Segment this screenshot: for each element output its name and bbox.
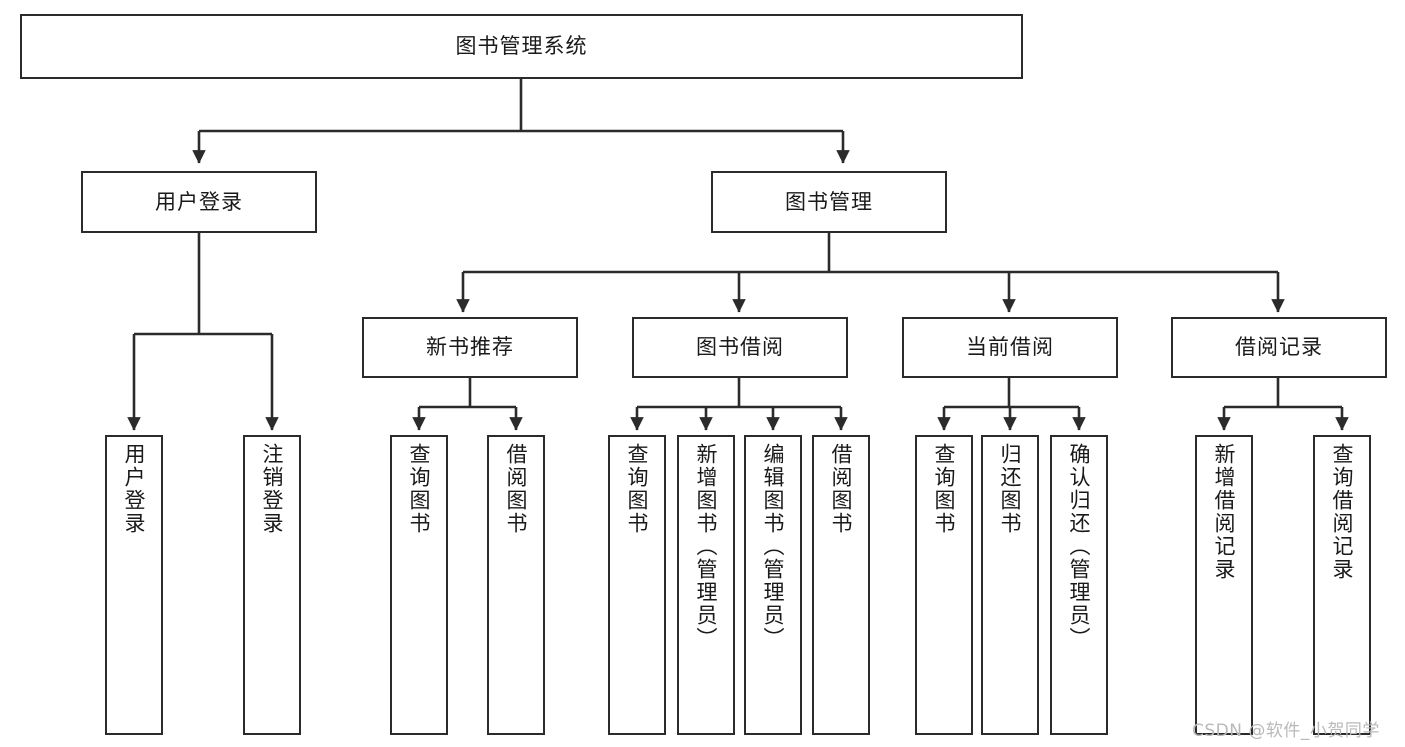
leaf-add-book-label: 新增图书（管理员） bbox=[694, 443, 719, 650]
node-user-login[interactable]: 用户登录 bbox=[81, 171, 317, 233]
leaf-confirm-return-label: 确认归还（管理员） bbox=[1067, 443, 1092, 650]
node-root[interactable]: 图书管理系统 bbox=[20, 14, 1023, 79]
leaf-query-book-1-label: 查询图书 bbox=[407, 443, 432, 535]
node-book-borrow-label: 图书借阅 bbox=[696, 335, 784, 360]
node-current-borrow-label: 当前借阅 bbox=[966, 335, 1054, 360]
node-book-manage-label: 图书管理 bbox=[785, 189, 873, 214]
leaf-user-login-label: 用户登录 bbox=[122, 443, 147, 535]
node-new-book-rec[interactable]: 新书推荐 bbox=[362, 317, 578, 378]
leaf-logout-label: 注销登录 bbox=[260, 443, 285, 535]
leaf-borrow-book-1[interactable]: 借阅图书 bbox=[487, 435, 545, 735]
node-book-borrow[interactable]: 图书借阅 bbox=[632, 317, 848, 378]
leaf-borrow-book-1-label: 借阅图书 bbox=[504, 443, 529, 535]
leaf-add-record-label: 新增借阅记录 bbox=[1212, 443, 1237, 581]
leaf-query-book-3-label: 查询图书 bbox=[932, 443, 957, 535]
leaf-edit-book[interactable]: 编辑图书（管理员） bbox=[744, 435, 802, 735]
node-borrow-record[interactable]: 借阅记录 bbox=[1171, 317, 1387, 378]
csdn-watermark: CSDN @软件_小贺同学 bbox=[1192, 721, 1380, 741]
node-current-borrow[interactable]: 当前借阅 bbox=[902, 317, 1118, 378]
node-user-login-label: 用户登录 bbox=[155, 189, 243, 214]
leaf-query-book-2-label: 查询图书 bbox=[625, 443, 650, 535]
leaf-confirm-return[interactable]: 确认归还（管理员） bbox=[1050, 435, 1108, 735]
leaf-query-book-3[interactable]: 查询图书 bbox=[915, 435, 973, 735]
leaf-logout[interactable]: 注销登录 bbox=[243, 435, 301, 735]
node-book-manage[interactable]: 图书管理 bbox=[711, 171, 947, 233]
leaf-borrow-book-2[interactable]: 借阅图书 bbox=[812, 435, 870, 735]
leaf-user-login[interactable]: 用户登录 bbox=[105, 435, 163, 735]
leaf-query-record-label: 查询借阅记录 bbox=[1330, 443, 1355, 581]
leaf-query-book-2[interactable]: 查询图书 bbox=[608, 435, 666, 735]
node-new-book-rec-label: 新书推荐 bbox=[426, 335, 514, 360]
node-borrow-record-label: 借阅记录 bbox=[1235, 335, 1323, 360]
node-root-label: 图书管理系统 bbox=[455, 34, 588, 59]
leaf-add-book[interactable]: 新增图书（管理员） bbox=[677, 435, 735, 735]
leaf-return-book-label: 归还图书 bbox=[998, 443, 1023, 535]
leaf-query-record[interactable]: 查询借阅记录 bbox=[1313, 435, 1371, 735]
leaf-edit-book-label: 编辑图书（管理员） bbox=[761, 443, 786, 650]
leaf-query-book-1[interactable]: 查询图书 bbox=[390, 435, 448, 735]
leaf-borrow-book-2-label: 借阅图书 bbox=[829, 443, 854, 535]
leaf-return-book[interactable]: 归还图书 bbox=[981, 435, 1039, 735]
leaf-add-record[interactable]: 新增借阅记录 bbox=[1195, 435, 1253, 735]
